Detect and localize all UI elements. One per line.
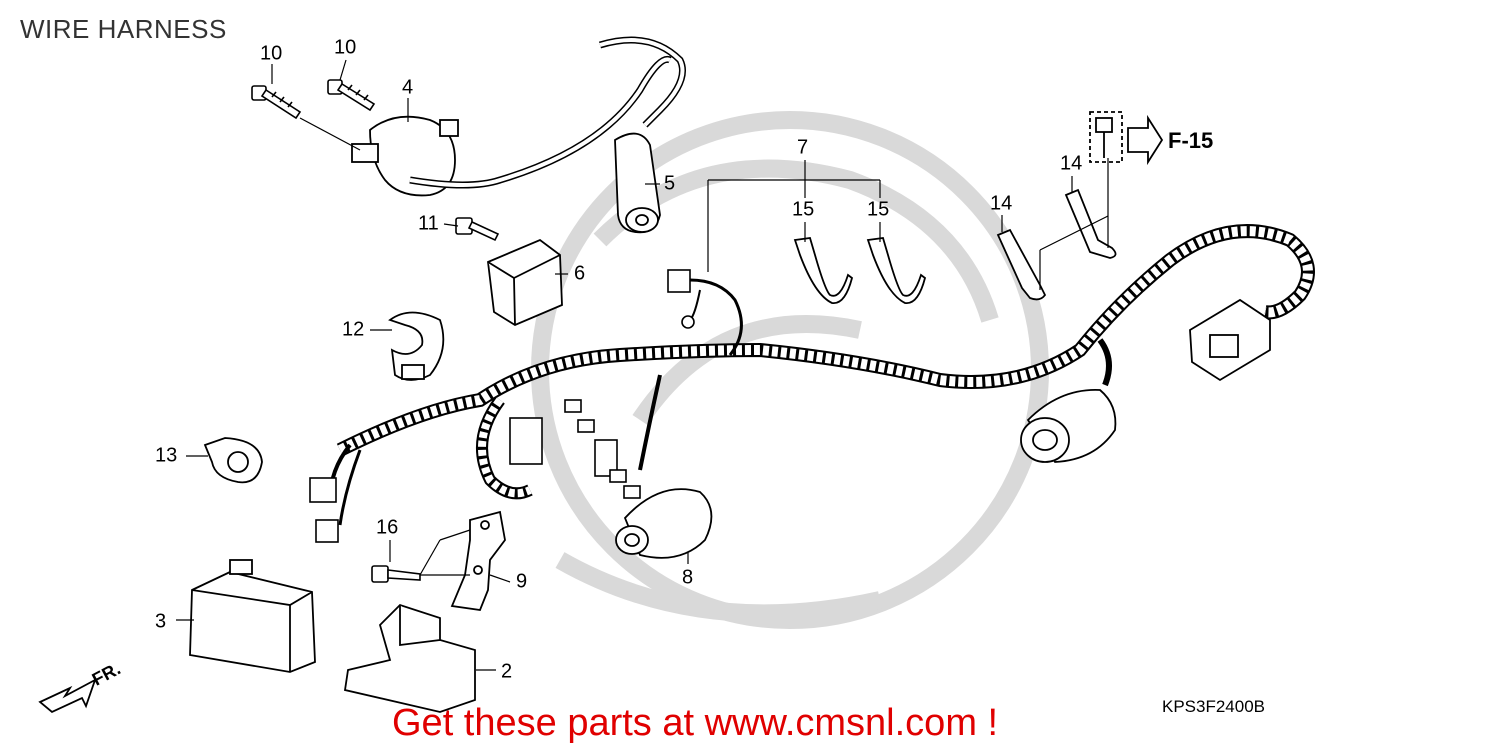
stays-14: [996, 117, 1117, 301]
callout-labels: 10 10 4 5 11 6 7 15 15 14 14 12 13 16 9 …: [155, 36, 1082, 682]
callout-4: 4: [402, 76, 413, 98]
coupler-cup: [1020, 389, 1117, 463]
callout-3: 3: [155, 610, 166, 632]
callout-2: 2: [501, 660, 512, 682]
coupler-block: [1189, 298, 1271, 382]
ecu-box-3: [189, 559, 316, 673]
diagram-code: KPS3F2400B: [1162, 697, 1266, 716]
callout-10b: 10: [334, 36, 356, 58]
callout-15a: 15: [792, 198, 814, 220]
callout-12: 12: [342, 318, 364, 340]
callout-9: 9: [516, 570, 527, 592]
watermark-logo: [531, 111, 1049, 629]
bolt-10-left: [251, 85, 302, 120]
callout-11: 11: [418, 212, 439, 234]
clamp-13: [203, 437, 263, 484]
front-arrow-icon: [38, 678, 97, 714]
reference-label: F-15: [1168, 128, 1214, 153]
callout-10a: 10: [260, 42, 282, 64]
callout-7: 7: [797, 136, 808, 158]
f15-arrow: [1089, 111, 1164, 166]
spark-plug-cap: [614, 132, 661, 234]
ignition-coil: [351, 36, 686, 197]
clips-15: [793, 237, 927, 304]
relay-unit: [487, 238, 563, 327]
bolt-11: [455, 217, 500, 242]
bolt-10-right: [327, 79, 376, 112]
wire-harness: [328, 224, 1315, 526]
callout-5: 5: [664, 172, 675, 194]
cover-2: [343, 603, 476, 713]
branch-connectors: [309, 269, 695, 543]
harness-band: [388, 311, 445, 381]
leader-lines: [176, 59, 1109, 671]
diagram-title: WIRE HARNESS: [20, 14, 227, 44]
callout-14a: 14: [990, 192, 1012, 214]
callout-8: 8: [682, 566, 693, 588]
callout-15b: 15: [867, 198, 889, 220]
bracket-9: [450, 510, 506, 611]
connector-cover-8: [615, 488, 713, 559]
bolt-16: [371, 565, 421, 583]
callout-13: 13: [155, 444, 177, 466]
callout-16: 16: [376, 516, 398, 538]
promo-link[interactable]: Get these parts at www.cmsnl.com !: [392, 702, 999, 744]
callout-6: 6: [574, 262, 585, 284]
callout-14b: 14: [1060, 152, 1082, 174]
